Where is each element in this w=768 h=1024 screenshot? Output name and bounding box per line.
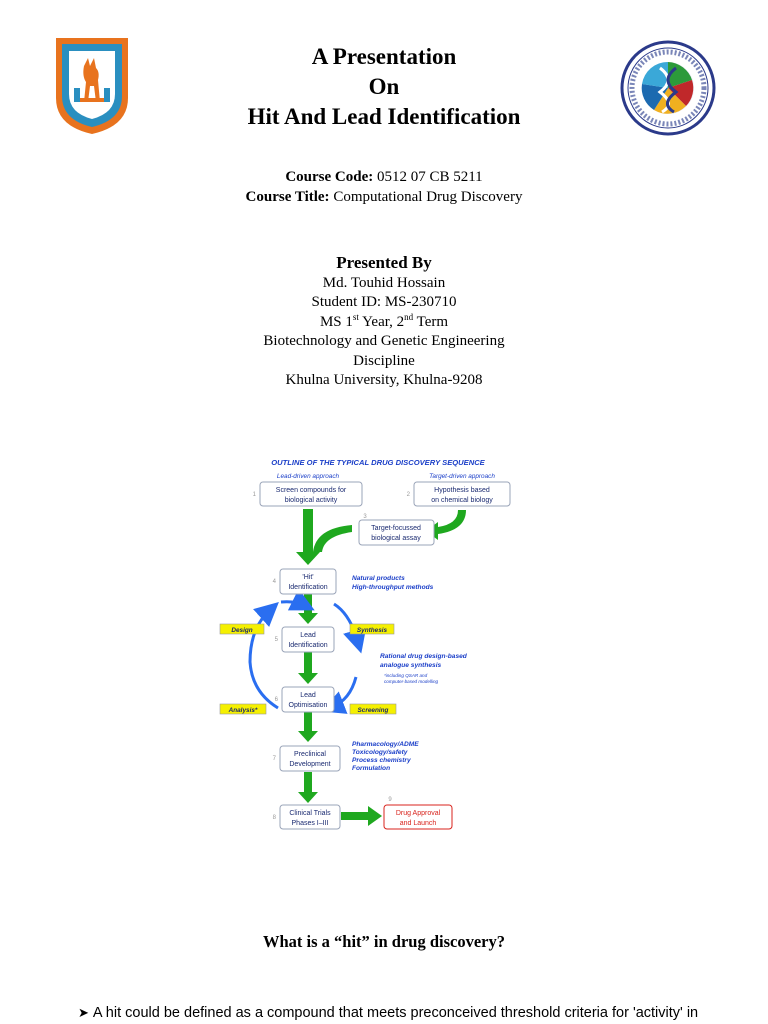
analysis-tag <box>219 703 267 715</box>
bullet-arrow-icon: ➤ <box>78 1005 89 1020</box>
year-sup: st <box>352 311 359 322</box>
box-9 <box>383 804 453 830</box>
qsar-note-line-1: *including QSAR and <box>384 673 428 678</box>
year-prefix: MS 1 <box>319 313 353 330</box>
rational-note-line-1: Rational drug design-based <box>380 653 468 660</box>
box-1-line-2: biological activity <box>285 497 338 504</box>
course-code-label: Course Code: <box>285 169 374 185</box>
hit-note-line-2: High-throughput methods <box>352 584 434 591</box>
box-3-line-1: Target-focussed <box>371 525 421 532</box>
term-suffix: Term <box>413 313 449 330</box>
box-4-line-1: 'Hit' <box>302 574 313 581</box>
iteration-cycle-arrows <box>248 588 367 714</box>
preclinical-note-line-4: Formulation <box>352 765 390 772</box>
year-term: MS 1st Year, 2nd Term <box>0 311 768 332</box>
box-6-line-1: Lead <box>300 692 316 699</box>
step-number-8: 8 <box>273 815 277 821</box>
lead-driven-label: Lead-driven approach <box>277 473 340 480</box>
year-mid: Year, 2 <box>358 313 405 330</box>
course-title-line: Course Title: Computational Drug Discove… <box>0 187 768 207</box>
presenter-info: Presented By Md. Touhid Hossain Student … <box>0 252 768 390</box>
university: Khulna University, Khulna-9208 <box>285 372 483 389</box>
step-number-5: 5 <box>275 637 279 643</box>
box-2-line-2: on chemical biology <box>431 497 493 504</box>
student-id: Student ID: MS-230710 <box>311 294 457 311</box>
box-9-line-1: Drug Approval <box>396 810 441 817</box>
box-8-line-2: Phases I–III <box>292 820 329 827</box>
box-7-line-1: Preclinical <box>294 751 326 758</box>
box-8 <box>279 804 341 830</box>
course-code-value: 0512 07 CB 5211 <box>376 169 483 185</box>
hit-note-line-1: Natural products <box>352 575 405 582</box>
box-4-line-2: Identification <box>288 584 327 591</box>
screening-tag <box>349 703 397 715</box>
bullet-text: A hit could be defined as a compound tha… <box>92 1005 699 1021</box>
title-line-3: Hit And Lead Identification <box>247 104 521 129</box>
term-sup: nd <box>404 311 414 322</box>
box-2 <box>413 481 511 507</box>
box-3-line-2: biological assay <box>371 535 421 542</box>
step-number-9: 9 <box>388 797 392 803</box>
screening-tag-label: Screening <box>358 707 389 714</box>
qsar-note-line-2: computer-based modelling <box>384 679 438 684</box>
box-4 <box>279 568 337 595</box>
box-9-line-2: and Launch <box>400 820 437 827</box>
box-2-line-1: Hypothesis based <box>434 487 490 494</box>
course-code-line: Course Code: 0512 07 CB 5211 <box>0 167 768 187</box>
box-6-line-2: Optimisation <box>289 702 328 709</box>
box-8-line-1: Clinical Trials <box>289 810 331 817</box>
box-3 <box>358 519 435 546</box>
course-info: Course Code: 0512 07 CB 5211 Course Titl… <box>0 167 768 207</box>
step-number-1: 1 <box>253 492 257 498</box>
step-number-2: 2 <box>407 492 411 498</box>
step-number-3: 3 <box>363 514 367 520</box>
course-title-value: Computational Drug Discovery <box>333 189 523 205</box>
box-7-line-2: Development <box>289 761 330 768</box>
bge-discipline-seal <box>620 40 716 136</box>
analysis-tag-label: Analysis* <box>228 707 258 714</box>
box-1-line-1: Screen compounds for <box>276 487 347 494</box>
box-5-line-1: Lead <box>300 632 316 639</box>
presenter-name: Md. Touhid Hossain <box>322 275 446 291</box>
design-tag <box>219 623 265 635</box>
diagram-heading: OUTLINE OF THE TYPICAL DRUG DISCOVERY SE… <box>271 458 485 467</box>
box-7 <box>279 745 341 772</box>
title-line-1: A Presentation <box>311 44 457 69</box>
drug-discovery-diagram: OUTLINE OF THE TYPICAL DRUG DISCOVERY SE… <box>219 458 511 830</box>
preclinical-note-line-3: Process chemistry <box>352 757 411 764</box>
preclinical-note-line-1: Pharmacology/ADME <box>352 741 419 748</box>
synthesis-tag-label: Synthesis <box>357 627 388 634</box>
box-6 <box>281 686 335 713</box>
step-number-4: 4 <box>273 579 277 585</box>
course-title-label: Course Title: <box>245 189 330 205</box>
box-1 <box>259 481 363 507</box>
presented-by-heading: Presented By <box>336 253 432 272</box>
design-tag-label: Design <box>231 627 252 634</box>
box-5 <box>281 626 335 653</box>
department-line-1: Biotechnology and Genetic Engineering <box>263 333 505 350</box>
khulna-university-logo <box>56 38 128 134</box>
presentation-title: A Presentation On Hit And Lead Identific… <box>0 42 768 132</box>
synthesis-tag <box>349 623 395 635</box>
rational-note-line-2: analogue synthesis <box>380 662 442 669</box>
box-5-line-2: Identification <box>288 642 327 649</box>
section-question: What is a “hit” in drug discovery? <box>262 932 506 951</box>
step-number-6: 6 <box>275 697 279 703</box>
target-driven-label: Target-driven approach <box>429 473 495 480</box>
department-line-2: Discipline <box>353 352 415 369</box>
step-number-7: 7 <box>273 756 277 762</box>
preclinical-note-line-2: Toxicology/safety <box>352 749 408 756</box>
title-line-2: On <box>368 74 400 99</box>
bullet-paragraph: ➤A hit could be defined as a compound th… <box>78 1005 768 1021</box>
